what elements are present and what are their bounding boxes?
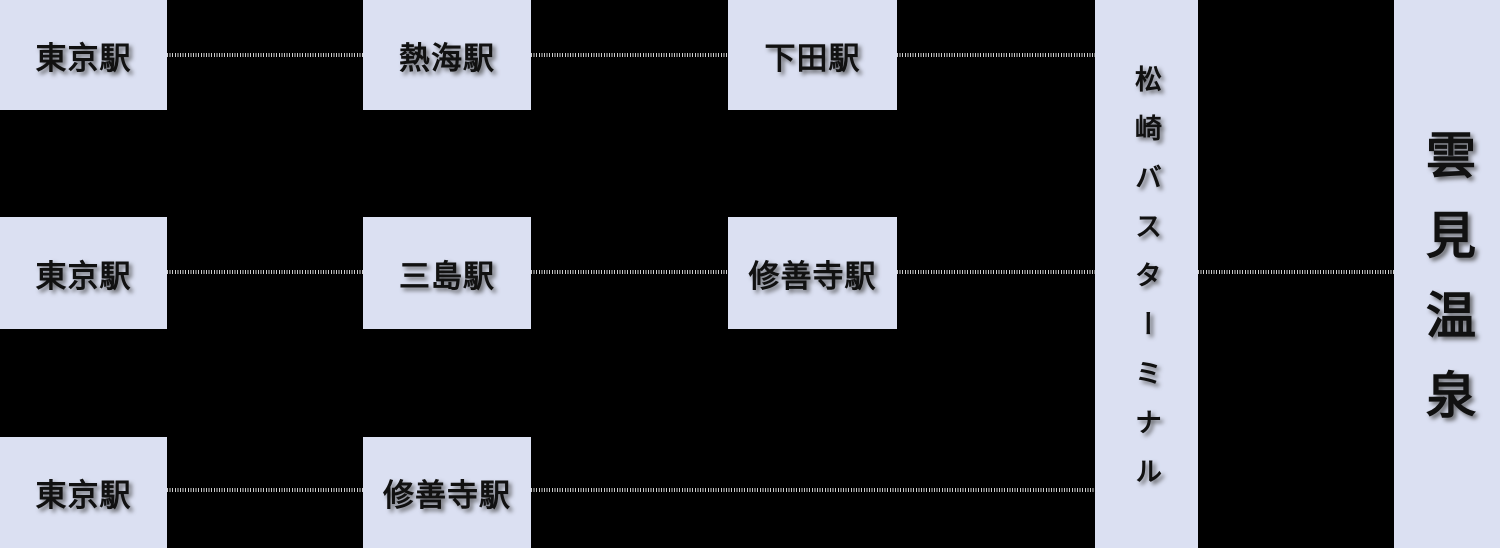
station-box-mishima: 三島駅	[363, 217, 531, 329]
route-dotted-line	[531, 53, 728, 57]
station-box-tokyo-row1: 東京駅	[0, 0, 167, 110]
station-label: 東京駅	[35, 258, 132, 294]
station-label: 修善寺駅	[748, 258, 877, 294]
station-box-shimoda: 下田駅	[728, 0, 897, 110]
station-label: 下田駅	[764, 40, 861, 76]
station-label: 松崎バスターミナル	[1131, 64, 1161, 506]
station-label: 三島駅	[399, 258, 495, 294]
route-dotted-line	[1198, 270, 1394, 274]
station-box-tokyo-row2: 東京駅	[0, 217, 167, 329]
station-label: 東京駅	[35, 40, 132, 76]
station-box-shuzenji-row2: 修善寺駅	[728, 217, 897, 329]
station-label: 東京駅	[35, 478, 132, 513]
station-box-tokyo-row3: 東京駅	[0, 437, 167, 548]
route-dotted-line	[531, 270, 728, 274]
station-box-atami: 熱海駅	[363, 0, 531, 110]
station-label: 修善寺駅	[383, 478, 511, 513]
station-label: 熱海駅	[399, 40, 495, 76]
route-dotted-line	[531, 488, 1095, 492]
station-box-shuzenji-row3: 修善寺駅	[363, 437, 531, 548]
destination-box-kumomi-onsen: 雲見温泉	[1394, 0, 1500, 548]
station-box-matsuzaki-bus-terminal: 松崎バスターミナル	[1095, 0, 1198, 548]
destination-label: 雲見温泉	[1419, 129, 1475, 449]
route-dotted-line	[167, 488, 363, 492]
route-dotted-line	[897, 270, 1095, 274]
route-dotted-line	[167, 270, 363, 274]
route-dotted-line	[897, 53, 1095, 57]
route-dotted-line	[167, 53, 363, 57]
